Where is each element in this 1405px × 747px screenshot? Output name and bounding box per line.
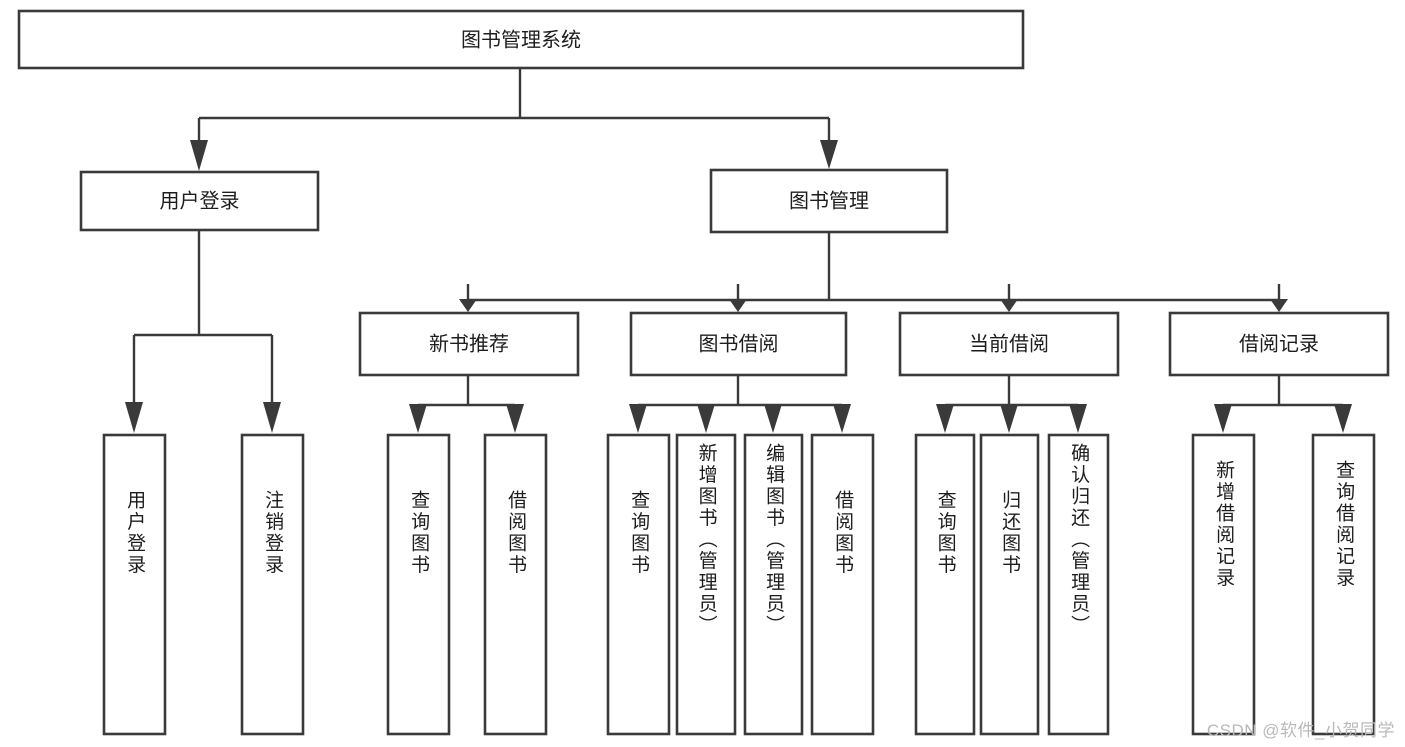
leaf-box-user-login-1[interactable] [102, 433, 167, 736]
node-book-borrow-rect [629, 311, 848, 377]
arrow-icon-level3-4 [1270, 299, 1288, 312]
leaf-box-bookborrow-1[interactable] [606, 433, 671, 736]
connector-newbook-to-leaves [409, 375, 524, 433]
leaf-box-currentborrow-3[interactable] [1047, 433, 1110, 736]
connector-currentborrow-to-leaves [936, 375, 1087, 433]
node-current-borrow[interactable]: 当前借阅 [898, 311, 1120, 377]
node-user-login-label: 用户登录 [160, 189, 240, 212]
node-user-login-rect [79, 170, 320, 232]
arrow-icon-root-left [190, 140, 208, 171]
leaf-box-bookborrow-4[interactable] [810, 433, 875, 736]
leaf-box-newbook-2[interactable] [483, 433, 548, 736]
node-borrow-record[interactable]: 借阅记录 [1168, 311, 1390, 377]
node-root-book-management-system[interactable]: 图书管理系统 [17, 9, 1025, 70]
arrow-icon-borrowrecord-2 [1334, 404, 1352, 433]
node-book-borrow[interactable]: 图书借阅 [629, 311, 848, 377]
arrow-icon-currentborrow-3 [1069, 404, 1087, 433]
leaf-box-user-login-2[interactable] [240, 433, 305, 736]
leaf-box-borrowrecord-1[interactable] [1191, 433, 1256, 736]
node-root-label: 图书管理系统 [461, 28, 581, 51]
arrow-icon-level3-1 [459, 299, 477, 312]
arrow-icon-currentborrow-1 [936, 404, 954, 433]
node-new-book-recommend-label: 新书推荐 [429, 332, 509, 355]
node-book-borrow-label: 图书借阅 [699, 332, 779, 355]
arrow-icon-bookborrow-1 [629, 404, 647, 433]
leaf-box-currentborrow-2[interactable] [979, 433, 1040, 736]
node-book-management-rect [709, 168, 949, 234]
arrow-icon-root-right [820, 140, 838, 169]
connector-bookborrow-to-leaves [629, 375, 851, 433]
node-book-management[interactable]: 图书管理 [709, 168, 949, 234]
arrow-icon-borrowrecord-1 [1214, 404, 1232, 433]
arrow-icon-bookborrow-4 [833, 404, 851, 433]
arrow-icon-bookborrow-2 [697, 404, 715, 433]
leaf-box-newbook-1[interactable] [386, 433, 451, 736]
node-root-rect [17, 9, 1025, 70]
node-current-borrow-label: 当前借阅 [969, 332, 1049, 355]
node-borrow-record-label: 借阅记录 [1239, 332, 1319, 355]
node-new-book-recommend[interactable]: 新书推荐 [358, 311, 580, 377]
arrow-icon-newbook-2 [506, 404, 524, 433]
node-current-borrow-rect [898, 311, 1120, 377]
arrow-icon-newbook-1 [409, 404, 427, 433]
arrow-icon-currentborrow-2 [1000, 404, 1018, 433]
leaf-box-currentborrow-1[interactable] [914, 433, 976, 736]
connector-userlogin-to-leaves [125, 230, 281, 433]
arrow-icon-userlogin-1 [125, 402, 143, 433]
connector-bookmgmt-to-level3 [459, 232, 1288, 312]
arrow-icon-level3-2 [729, 299, 747, 312]
connector-borrowrecord-to-leaves [1214, 375, 1352, 433]
node-book-management-label: 图书管理 [789, 189, 869, 212]
arrow-icon-level3-3 [1000, 299, 1018, 312]
csdn-watermark: CSDN @软件_小贺同学 [1206, 721, 1395, 740]
leaf-box-bookborrow-2[interactable] [675, 433, 737, 736]
node-user-login[interactable]: 用户登录 [79, 170, 320, 232]
leaf-box-bookborrow-3[interactable] [743, 433, 804, 736]
arrow-icon-bookborrow-3 [764, 404, 782, 433]
connector-root-to-level2 [190, 68, 838, 171]
node-borrow-record-rect [1168, 311, 1390, 377]
arrow-icon-userlogin-2 [263, 402, 281, 433]
leaf-box-borrowrecord-2[interactable] [1311, 433, 1376, 736]
node-new-book-recommend-rect [358, 311, 580, 377]
